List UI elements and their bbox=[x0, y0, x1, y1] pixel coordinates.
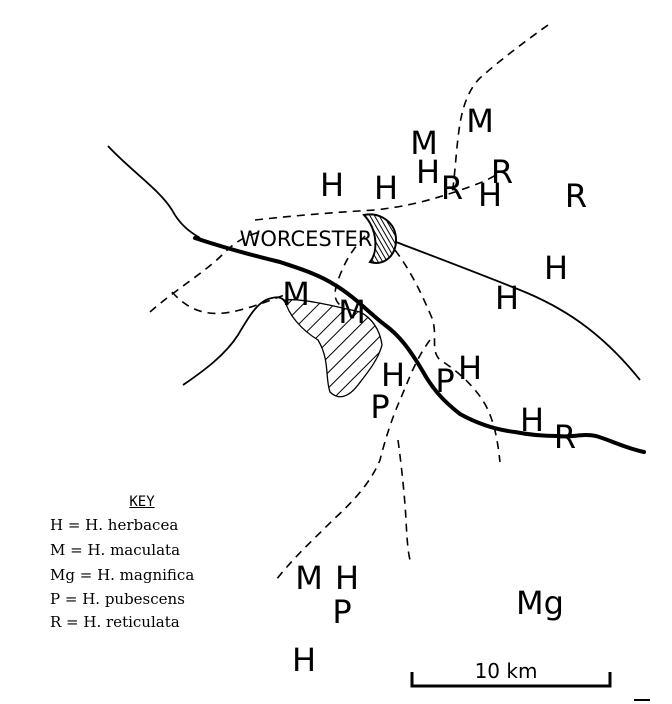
marker-p: P bbox=[435, 362, 455, 400]
key-entry: Mg = H. magnifica bbox=[50, 566, 195, 584]
marker-h: H bbox=[291, 641, 317, 679]
road-northeast bbox=[254, 171, 501, 221]
marker-m: M bbox=[282, 275, 310, 313]
marker-h: H bbox=[373, 169, 399, 207]
marker-m: M bbox=[338, 293, 366, 331]
marker-r: R bbox=[564, 177, 588, 215]
marker-mg: Mg bbox=[516, 584, 564, 622]
road-south-2 bbox=[275, 339, 431, 581]
key-entry: M = H. maculata bbox=[50, 541, 181, 559]
main-river bbox=[193, 236, 646, 454]
marker-h: H bbox=[519, 401, 545, 439]
town-blob bbox=[362, 213, 398, 264]
river-upstream bbox=[107, 145, 201, 239]
marker-h: H bbox=[457, 349, 483, 387]
town-label: WORCESTER bbox=[239, 227, 373, 251]
road-southwest bbox=[171, 291, 286, 315]
river-eastern bbox=[395, 241, 641, 381]
marker-h: H bbox=[477, 176, 503, 214]
scale-label: 10 km bbox=[474, 659, 538, 683]
key-entry: R = H. reticulata bbox=[50, 613, 180, 631]
key-entry: P = H. pubescens bbox=[50, 590, 185, 608]
marker-m: M bbox=[295, 559, 323, 597]
key-entry: H = H. herbacea bbox=[50, 516, 179, 534]
marker-r: R bbox=[440, 169, 464, 207]
marker-m: M bbox=[466, 102, 494, 140]
marker-r: R bbox=[553, 418, 577, 456]
marker-h: H bbox=[415, 153, 441, 191]
marker-h: H bbox=[380, 356, 406, 394]
marker-h: H bbox=[543, 249, 569, 287]
marker-r: R bbox=[490, 153, 514, 191]
marker-m: M bbox=[410, 124, 438, 162]
road-south-3 bbox=[397, 439, 411, 561]
marker-h: H bbox=[334, 559, 360, 597]
hatched-area bbox=[284, 299, 383, 398]
road-south-1 bbox=[334, 235, 366, 306]
road-southeast bbox=[394, 249, 501, 463]
key-title: KEY bbox=[129, 494, 155, 510]
marker-p: P bbox=[370, 388, 390, 426]
marker-p: P bbox=[332, 593, 352, 631]
scale-bar bbox=[410, 672, 612, 688]
river-teme bbox=[182, 296, 287, 386]
road-north bbox=[451, 24, 549, 196]
marker-h: H bbox=[319, 166, 345, 204]
marker-h: H bbox=[494, 279, 520, 317]
road-west bbox=[149, 231, 261, 313]
